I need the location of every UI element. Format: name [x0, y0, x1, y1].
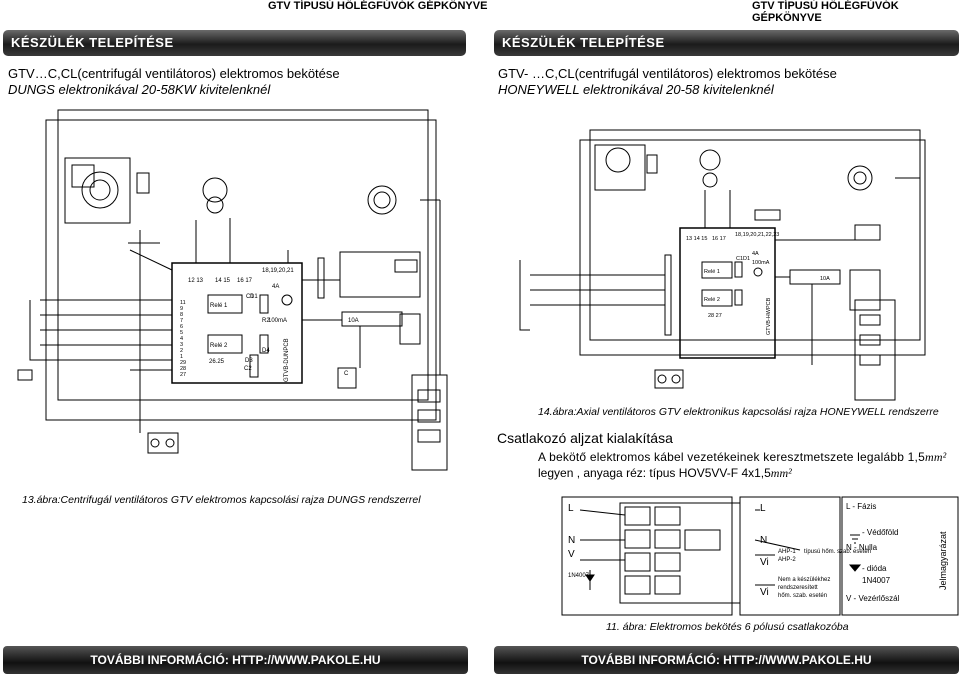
board-left-pin: 5 — [180, 330, 183, 336]
conn-V-left: V — [568, 549, 575, 560]
legend-item-1: - Védőföld — [862, 528, 898, 537]
r2-label: R2 — [262, 318, 270, 324]
board-left-pin: 2 — [180, 348, 183, 354]
figure-14-caption: 14.ábra:Axial ventilátoros GTV elektroni… — [538, 406, 939, 418]
footer-left-link[interactable]: TOVÁBBI INFORMÁCIÓ: HTTP://WWW.PAKOLE.HU — [90, 653, 381, 667]
page-header-left: GTV TÍPUSÚ HŐLÉGFÚVÓK GÉPKÖNYVE — [268, 0, 488, 12]
conn-N-left: N — [568, 535, 575, 546]
subtitle-left: GTV…C,CL(centrifugál ventilátoros) elekt… — [8, 66, 468, 98]
board-left-pin: 3 — [180, 342, 183, 348]
board-name-dungs: GTVB-DUNPCB — [284, 338, 290, 382]
subtitle-left-line2: DUNGS elektronikával 20-58KW kivitelenkn… — [8, 82, 271, 97]
c1-label: C1 — [246, 294, 254, 300]
d4-label: D4 — [262, 348, 270, 354]
legend-item-2: N - Nulla — [846, 543, 878, 552]
honeywell-wiring-diagram: 13 14 15 16 17 18,19,20,21,22,23 Relé 1 … — [519, 129, 926, 401]
board-left-pin: 7 — [180, 318, 183, 324]
footer-right-link[interactable]: TOVÁBBI INFORMÁCIÓ: HTTP://WWW.PAKOLE.HU — [581, 653, 872, 667]
socket-unit-1: mm² — [924, 450, 947, 464]
hw-terminals-1823: 18,19,20,21,22,23 — [735, 232, 779, 238]
subtitle-right: GTV- …C,CL(centrifugál ventilátoros) ele… — [498, 66, 958, 98]
board-name-honeywell: GTVB-HWPCB — [766, 297, 772, 335]
hw-terminals-2827: 28 27 — [708, 313, 722, 319]
figure-11-caption: 11. ábra: Elektromos bekötés 6 pólusú cs… — [606, 621, 849, 633]
subtitle-left-line1: GTV…C,CL(centrifugál ventilátoros) elekt… — [8, 66, 340, 81]
hw-terminals-1617: 16 17 — [712, 236, 726, 242]
board-left-pin: 28 — [180, 366, 186, 372]
conn-vi-2: Vi — [760, 587, 769, 598]
socket-text-line1: A bekötő elektromos kábel vezetékeinek k… — [538, 450, 946, 465]
figure-13-caption: 13.ábra:Centrifugál ventilátoros GTV ele… — [22, 494, 421, 506]
board-terminals-1415: 14 15 — [215, 278, 231, 284]
socket-unit-2: mm² — [770, 466, 792, 480]
ahp-note: típusú hőm. szab. esetén — [804, 549, 871, 555]
hw-d1-label: D1 — [743, 256, 750, 262]
board-left-pin: 27 — [180, 372, 186, 378]
socket-text-2: legyen , anyaga réz: típus HOV5VV-F 4x1,… — [538, 466, 771, 480]
conn-N-right: N — [760, 535, 767, 546]
legend-title: Jelmagyarázat — [938, 531, 948, 590]
ahp1-label: AHP-1 — [778, 549, 796, 555]
section-title-left: KÉSZÜLÉK TELEPÍTÉSE — [3, 30, 466, 56]
hw-fuse-4a: 4A — [752, 251, 759, 257]
fuse-100ma-label: 100mA — [268, 318, 287, 324]
legend-item-0: L - Fázis — [846, 502, 876, 511]
footer-right: TOVÁBBI INFORMÁCIÓ: HTTP://WWW.PAKOLE.HU — [494, 646, 959, 674]
other-note-1: Nem a készülékhez — [778, 577, 830, 583]
other-note-2: rendszeresített — [778, 585, 818, 591]
conn-vi-1: Vi — [760, 557, 769, 568]
legend-item-5: V - Vezérlőszál — [846, 594, 900, 603]
subtitle-right-line1: GTV- …C,CL(centrifugál ventilátoros) ele… — [498, 66, 837, 81]
hw-c1-label: C1 — [736, 256, 743, 262]
d3-label: D3 — [245, 358, 253, 364]
dungs-wiring-diagram: 12 13 14 15 16 17 18,19,20,21 Relé 1 Rel… — [17, 109, 448, 471]
socket-text-1: A bekötő elektromos kábel vezetékeinek k… — [538, 450, 925, 464]
socket-text-line2: legyen , anyaga réz: típus HOV5VV-F 4x1,… — [538, 466, 792, 481]
board-left-pin: 29 — [180, 360, 186, 366]
legend-item-4: 1N4007 — [862, 576, 891, 585]
hw-fuse-10a: 10A — [820, 276, 830, 282]
d1-label: D1 — [250, 294, 258, 300]
ahp2-label: AHP-2 — [778, 557, 796, 563]
conn-L-right: L — [760, 503, 766, 514]
hw-relay-2-label: Relé 2 — [704, 297, 720, 303]
hw-terminals-131415: 13 14 15 — [686, 236, 707, 242]
board-left-pin: 6 — [180, 324, 183, 330]
hw-fuse-100ma: 100mA — [752, 260, 770, 266]
connector-6pole-diagram: L N V L N Vi Vi 1N4007 AHP-1 AHP-2 típus… — [561, 496, 959, 616]
footer-left: TOVÁBBI INFORMÁCIÓ: HTTP://WWW.PAKOLE.HU — [3, 646, 468, 674]
board-terminals-1821: 18,19,20,21 — [262, 268, 294, 274]
board-left-pin: 8 — [180, 312, 183, 318]
relay-2-label: Relé 2 — [210, 343, 228, 349]
capacitor-label: C — [344, 371, 349, 377]
board-terminals-1213: 12 13 — [188, 278, 204, 284]
page-header-right: GTV TÍPUSÚ HŐLÉGFÚVÓK GÉPKÖNYVE — [752, 0, 899, 24]
board-left-pin: 1 — [180, 354, 183, 360]
terminals-2625: 26.25 — [209, 359, 225, 365]
board-left-pin: 11 — [180, 300, 186, 306]
relay-1-label: Relé 1 — [210, 303, 228, 309]
subtitle-right-line2: HONEYWELL elektronikával 20-58 kivitelen… — [498, 82, 774, 97]
fuse-10a-label: 10A — [348, 318, 359, 324]
other-note-3: hőm. szab. esetén — [778, 593, 827, 599]
socket-heading: Csatlakozó aljzat kialakítása — [497, 430, 673, 446]
board-left-pin: 4 — [180, 336, 183, 342]
conn-diode-small: 1N4007 — [568, 573, 590, 579]
c2-label: C2 — [244, 366, 252, 372]
fuse-4a-label: 4A — [272, 284, 279, 290]
legend-item-3: - dióda — [862, 564, 887, 573]
section-title-right: KÉSZÜLÉK TELEPÍTÉSE — [494, 30, 959, 56]
board-left-pin: 9 — [180, 306, 183, 312]
conn-L-left: L — [568, 503, 574, 514]
board-terminals-1617: 16 17 — [237, 278, 253, 284]
hw-relay-1-label: Relé 1 — [704, 269, 720, 275]
